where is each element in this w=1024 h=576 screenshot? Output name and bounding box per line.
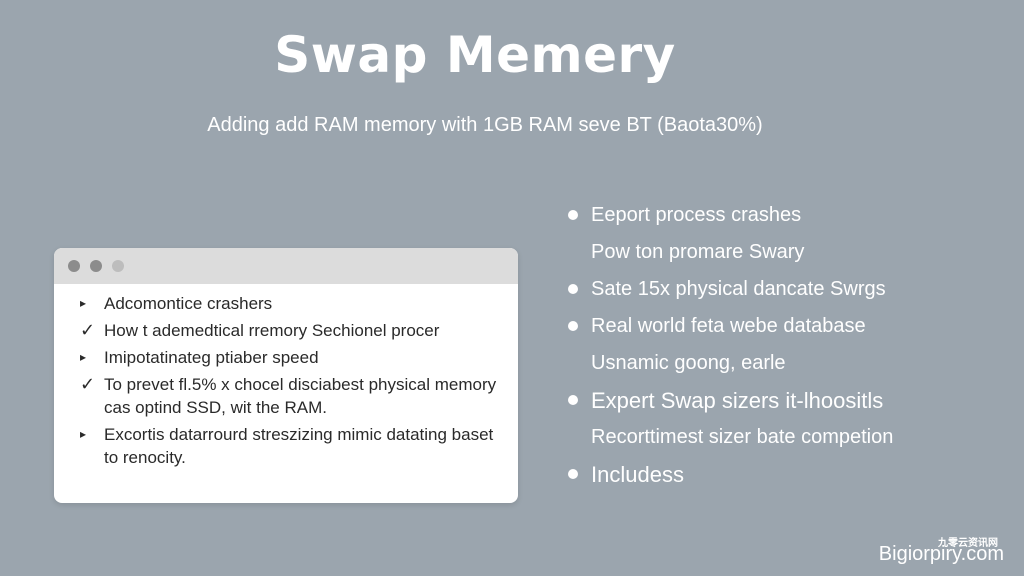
bullet-dot-icon bbox=[568, 284, 578, 294]
bullet-dot-icon bbox=[568, 469, 578, 479]
browser-window-card: ▸ Adcomontice crashers ✓ How t ademedtic… bbox=[54, 248, 518, 503]
list-item-text: To prevet fl.5% x chocel disciabest phys… bbox=[104, 375, 497, 417]
bullet-text: Pow ton promare Swary bbox=[591, 241, 805, 263]
list-item: ✓ How t ademedtical rremory Sechionel pr… bbox=[54, 319, 518, 342]
bullet-item: Includess bbox=[566, 456, 1006, 493]
bullet-text: Usnamic goong, earle bbox=[591, 352, 786, 374]
window-list: ▸ Adcomontice crashers ✓ How t ademedtic… bbox=[54, 284, 518, 469]
list-item: ▸ Adcomontice crashers bbox=[54, 292, 518, 315]
bullet-item: Recorttimest sizer bate competion bbox=[566, 419, 1006, 456]
bullet-dot-icon bbox=[568, 395, 578, 405]
bullet-text: Includess bbox=[591, 462, 684, 487]
bullet-text: Eeport process crashes bbox=[591, 204, 802, 226]
bullet-dot-icon bbox=[568, 321, 578, 331]
list-item-text: Imipotatinateg ptiaber speed bbox=[104, 348, 319, 367]
bullet-text: Expert Swap sizers it-lhoositls bbox=[591, 388, 884, 413]
list-item-text: Excortis datarrourd streszizing mimic da… bbox=[104, 425, 494, 467]
bullet-item: Pow ton promare Swary bbox=[566, 234, 1006, 271]
bullet-item: Sate 15x physical dancate Swrgs bbox=[566, 271, 1006, 308]
checkmark-icon: ✓ bbox=[80, 374, 96, 394]
arrow-right-icon: ▸ bbox=[80, 350, 87, 364]
list-item-text: Adcomontice crashers bbox=[104, 294, 273, 313]
arrow-right-icon: ▸ bbox=[80, 296, 87, 310]
bullet-dot-icon bbox=[568, 210, 578, 220]
bullet-text: Real world feta webe database bbox=[591, 315, 866, 337]
window-dot-icon bbox=[112, 260, 124, 272]
bullet-item: Expert Swap sizers it-lhoositls bbox=[566, 382, 1006, 419]
list-item: ▸ Imipotatinateg ptiaber speed bbox=[54, 346, 518, 369]
watermark-text: Bigiorpiry.com bbox=[878, 543, 1004, 565]
bullet-list: Eeport process crashes Pow ton promare S… bbox=[566, 197, 1006, 493]
window-title-bar bbox=[54, 248, 518, 284]
watermark-caption: 九零云资讯网 bbox=[938, 538, 998, 549]
list-item: ▸ Excortis datarrourd streszizing mimic … bbox=[54, 423, 518, 469]
list-item: ✓ To prevet fl.5% x chocel disciabest ph… bbox=[54, 373, 518, 419]
bullet-text: Recorttimest sizer bate competion bbox=[591, 426, 894, 448]
checkmark-icon: ✓ bbox=[80, 320, 96, 340]
slide-title: Swap Memery bbox=[274, 26, 676, 84]
window-dot-icon bbox=[90, 260, 102, 272]
window-dot-icon bbox=[68, 260, 80, 272]
bullet-item: Eeport process crashes bbox=[566, 197, 1006, 234]
bullet-item: Usnamic goong, earle bbox=[566, 345, 1006, 382]
list-item-text: How t ademedtical rremory Sechionel proc… bbox=[104, 321, 440, 340]
arrow-right-icon: ▸ bbox=[80, 427, 87, 441]
bullet-text: Sate 15x physical dancate Swrgs bbox=[591, 278, 886, 300]
bullet-item: Real world feta webe database bbox=[566, 308, 1006, 345]
slide-subtitle: Adding add RAM memory with 1GB RAM seve … bbox=[207, 114, 763, 136]
